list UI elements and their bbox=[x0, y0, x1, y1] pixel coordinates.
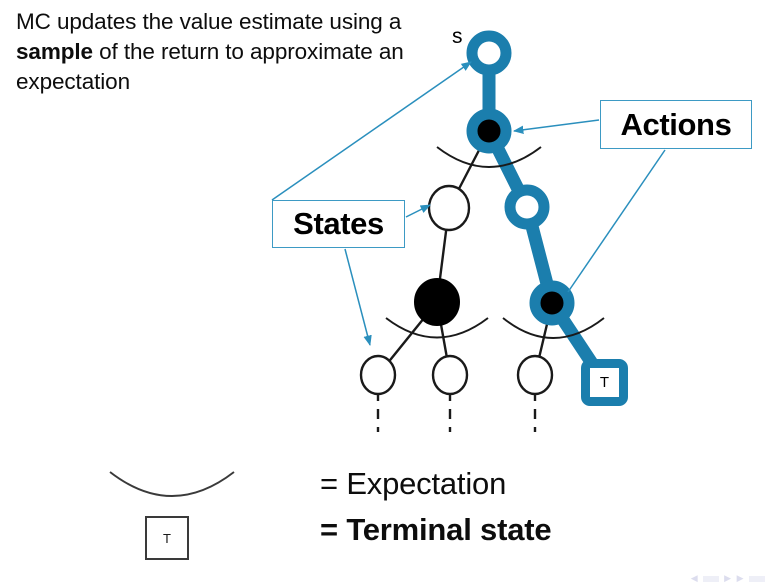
node-root-action bbox=[466, 108, 512, 154]
node-label-s: s bbox=[452, 25, 463, 48]
connector-states-to-leaf bbox=[344, 248, 372, 347]
callout-actions[interactable]: Actions bbox=[600, 100, 752, 149]
callout-connectors bbox=[271, 61, 666, 347]
legend-row-expectation: = Expectation bbox=[105, 466, 625, 514]
headline-prefix: MC updates the value estimate using a bbox=[16, 9, 402, 34]
beamer-navigation-bar[interactable]: ◀ ▶ ▶ bbox=[691, 574, 765, 583]
callout-states[interactable]: States bbox=[272, 200, 405, 248]
node-leaf-state-1 bbox=[359, 354, 397, 396]
expectation-arc-3 bbox=[502, 317, 605, 339]
connector-states-to-stateleft bbox=[405, 204, 431, 218]
headline-bold-sample: sample bbox=[16, 39, 93, 64]
nav-prev-icon[interactable]: ◀ bbox=[690, 573, 699, 583]
node-action-left-2 bbox=[414, 278, 460, 326]
connector-actions-to-rootaction bbox=[512, 119, 600, 134]
continuation-dashes bbox=[376, 391, 537, 432]
nav-next-icon[interactable]: ▶ bbox=[724, 573, 732, 583]
tree-edges bbox=[376, 129, 554, 377]
nav-frame-icon[interactable] bbox=[703, 575, 720, 582]
nav-last-icon[interactable]: ▶ bbox=[736, 573, 744, 583]
connector-states-to-root bbox=[271, 61, 472, 201]
node-root-state bbox=[466, 30, 512, 76]
trajectory-path bbox=[482, 46, 612, 390]
expectation-arc-1 bbox=[436, 146, 542, 168]
node-action-right-2 bbox=[529, 280, 575, 326]
page-title: MC updates the value estimate using a sa… bbox=[16, 7, 436, 97]
node-leaf-state-2 bbox=[431, 354, 469, 396]
connector-actions-to-lowaction bbox=[567, 149, 666, 293]
legend-label-terminal: = Terminal state bbox=[320, 512, 552, 547]
node-state-right-1 bbox=[504, 184, 550, 230]
legend-row-terminal: T = Terminal state bbox=[105, 512, 625, 564]
node-state-left-1 bbox=[427, 184, 471, 232]
terminal-state-node: T bbox=[581, 359, 628, 406]
terminal-state-icon: T bbox=[145, 516, 189, 560]
headline-suffix: of the return to approximate an expectat… bbox=[16, 39, 404, 94]
expectation-arc-2 bbox=[385, 317, 489, 339]
node-leaf-state-3 bbox=[516, 354, 554, 396]
legend-expectation-arc-icon bbox=[109, 471, 235, 497]
nav-end-icon[interactable] bbox=[749, 575, 765, 582]
expectation-arcs bbox=[385, 146, 605, 339]
legend-label-expectation: = Expectation bbox=[320, 466, 507, 501]
highlighted-trajectory bbox=[482, 46, 612, 390]
